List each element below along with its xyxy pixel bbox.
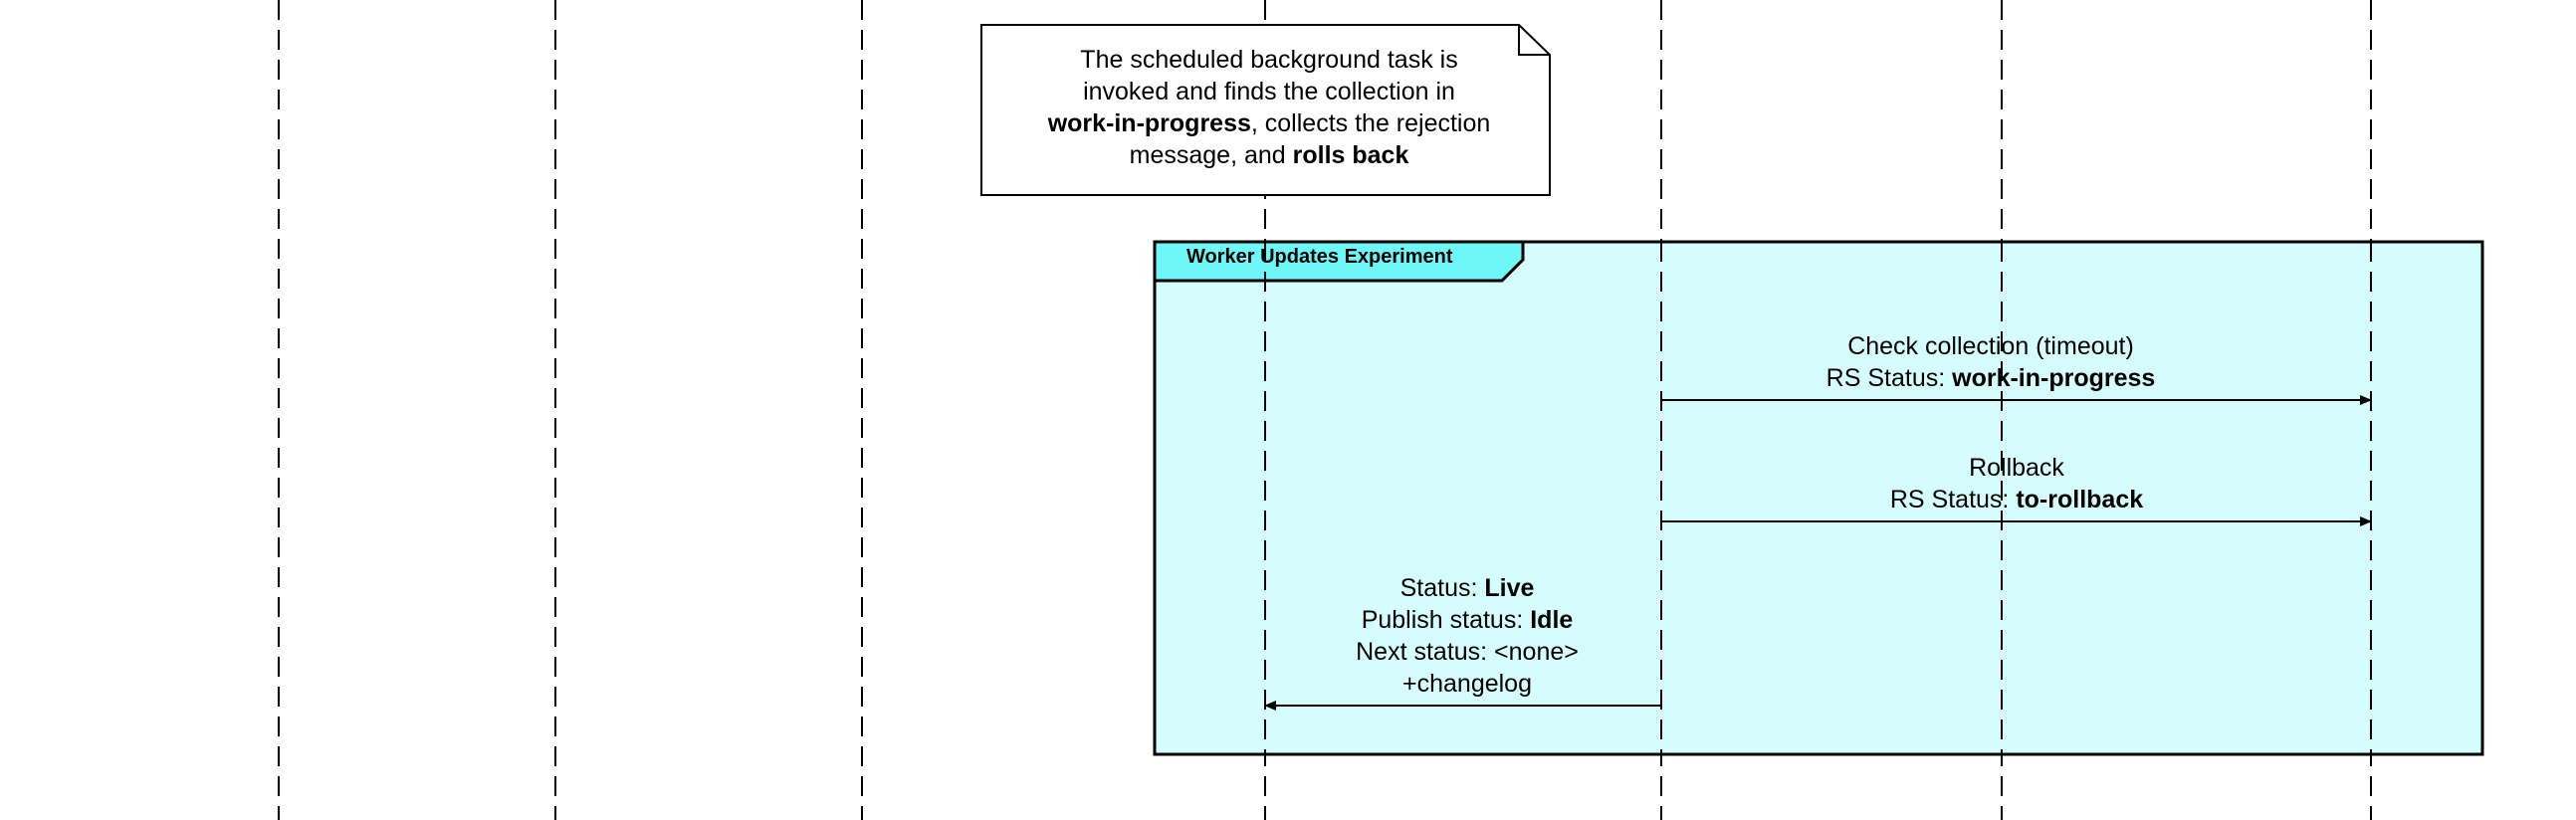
note-line-3: work-in-progress, collects the rejection bbox=[1047, 109, 1491, 137]
message-label-check: Check collection (timeout) RS Status: wo… bbox=[1825, 332, 2156, 392]
fragment-frame bbox=[1153, 240, 2484, 756]
lifelines-overlay bbox=[1264, 242, 2372, 754]
note-bold-action: rolls back bbox=[1292, 141, 1409, 169]
note-line-2: invoked and finds the collection in bbox=[1083, 78, 1455, 105]
note-line-1: The scheduled background task is bbox=[1080, 46, 1458, 74]
note-line-4: message, and rolls back bbox=[1129, 141, 1409, 169]
messages bbox=[1264, 395, 2372, 711]
message-label-rollback: Rollback RS Status: to-rollback bbox=[1889, 454, 2144, 513]
message-label-status: Status: Live Publish status: Idle Next s… bbox=[1356, 574, 1579, 698]
note-bold-state: work-in-progress bbox=[1047, 109, 1251, 137]
fragment-title: Worker Updates Experiment bbox=[1186, 246, 1453, 268]
note-box bbox=[980, 24, 1551, 196]
note-text: The scheduled background task is invoked… bbox=[985, 44, 1553, 171]
